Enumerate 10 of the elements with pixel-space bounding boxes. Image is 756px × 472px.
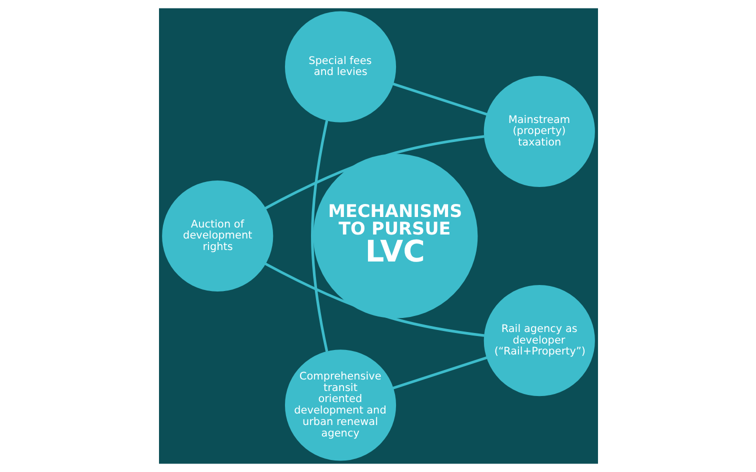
node-circle: Mainstream (property) taxation xyxy=(483,76,594,187)
node-circle: MECHANISMS TO PURSUE LVC xyxy=(312,154,478,318)
connector xyxy=(310,120,328,352)
node-circle: Comprehensive transit oriented development and urban renewal agency xyxy=(284,350,396,461)
connector xyxy=(392,82,487,116)
node-circle: Special fees and levies xyxy=(284,11,396,122)
connector xyxy=(392,356,487,390)
node-circle: Auction of development rights xyxy=(162,180,273,292)
node-circle: Rail agency as developer (“Rail+Property”) xyxy=(483,285,594,396)
connector xyxy=(264,262,484,337)
